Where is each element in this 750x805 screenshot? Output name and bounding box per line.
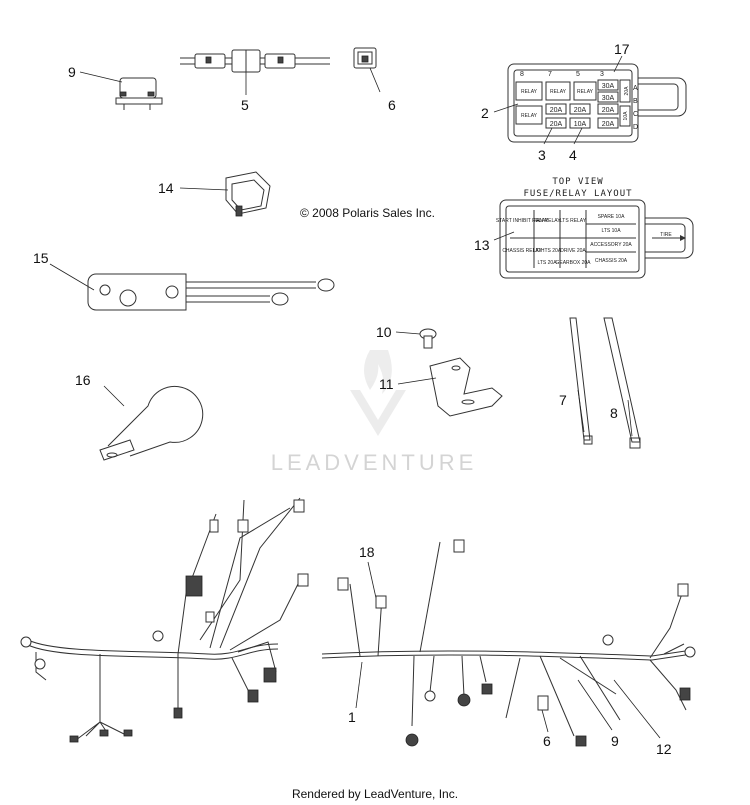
callout-6: 6 (388, 97, 396, 113)
fuse17-top-3: 3 (600, 71, 604, 78)
part-17-fuse-box: RELAY RELAY RELAY RELAY 8 7 5 3 30A 30A … (507, 63, 687, 143)
watermark-text: LEADVENTURE (271, 450, 478, 475)
callout-7: 7 (559, 392, 567, 408)
callout-16: 16 (75, 372, 91, 388)
fuse17-side-bottom: 10A (623, 111, 629, 121)
fuse17-mid-1: 20A (550, 107, 563, 114)
layout-cell-9: ACCESSORY 20A (590, 242, 632, 248)
fuse17-row-d: D (633, 124, 638, 131)
callout-6b: 6 (543, 733, 551, 749)
leader-12 (613, 679, 661, 739)
callout-14: 14 (158, 180, 174, 196)
footer-text: Rendered by LeadVenture, Inc. (292, 787, 458, 801)
leader-18 (367, 561, 377, 599)
fuse-caption-line1: TOP VIEW (552, 177, 603, 187)
fuse17-mid-2: 20A (574, 107, 587, 114)
fuse17-right-1: 30A (602, 83, 615, 90)
fuse17-side-top: 20A (624, 86, 630, 96)
fuse17-relay-3: RELAY (577, 89, 594, 95)
leader-15 (49, 263, 95, 291)
fuse17-row-c: C (633, 111, 638, 118)
leader-9 (79, 71, 123, 83)
layout-cell-1: START INHIBIT RELAY (496, 218, 549, 224)
leader-6 (369, 67, 381, 93)
part-14-sensor-connector (225, 171, 271, 217)
leader-13 (493, 231, 515, 241)
leader-16 (103, 385, 125, 407)
callout-5: 5 (241, 97, 249, 113)
fuse17-relay-4: RELAY (521, 113, 538, 119)
callout-8: 8 (610, 405, 618, 421)
leader-8 (627, 399, 633, 437)
layout-cell-6: CHASSIS RELAY (502, 248, 542, 254)
layout-cell-5: LTS 10A (601, 228, 621, 234)
part-6-connector (353, 47, 377, 69)
part-10-bolt (419, 328, 437, 349)
part-15-resistor-bracket (87, 273, 335, 311)
callout-18: 18 (359, 544, 375, 560)
fuse17-bottom-1: 20A (550, 121, 563, 128)
leader-6b (541, 709, 549, 733)
layout-arrow-label: TIRE (660, 232, 672, 238)
fuse17-top-5: 5 (576, 71, 580, 78)
fuse17-row-b: B (633, 98, 638, 105)
layout-cell-3: LTS RELAY (560, 218, 587, 224)
layout-cell-12: CHASSIS 20A (595, 258, 628, 264)
callout-2: 2 (481, 105, 489, 121)
left-wiring-harness (20, 497, 309, 743)
fuse17-relay-2: RELAY (550, 89, 567, 95)
leader-9b (577, 679, 613, 731)
leader-17 (613, 55, 623, 73)
leader-3 (543, 127, 553, 145)
fuse17-row-a: A (633, 85, 638, 92)
callout-3: 3 (538, 147, 546, 163)
callout-10: 10 (376, 324, 392, 340)
leader-7 (577, 389, 585, 433)
layout-cell-11: GEARBOX 20A (555, 260, 591, 266)
callout-12: 12 (656, 741, 672, 757)
layout-cell-7: LIGHTS 20A (533, 248, 562, 254)
layout-cell-4: SPARE 10A (598, 214, 626, 220)
fuse17-top-8: 8 (520, 71, 524, 78)
leader-14 (179, 187, 229, 191)
layout-cell-2: FAN RELAY (533, 218, 561, 224)
callout-11: 11 (379, 376, 394, 392)
callout-1: 1 (348, 709, 356, 725)
layout-cell-10: LTS 20A (537, 260, 557, 266)
fuse17-right-2: 30A (602, 95, 615, 102)
leader-10 (395, 331, 421, 335)
leader-4 (573, 127, 583, 145)
copyright-text: © 2008 Polaris Sales Inc. (300, 206, 435, 220)
callout-17: 17 (614, 41, 630, 57)
fuse-caption-line2: FUSE/RELAY LAYOUT (523, 189, 632, 199)
fuse17-bottom-3: 20A (602, 121, 615, 128)
leadventure-watermark-logo (350, 350, 406, 436)
right-wiring-harness (321, 539, 696, 747)
callout-13: 13 (474, 237, 490, 253)
part-8-cable-tie (603, 317, 641, 449)
layout-cell-8: DRIVE 20A (560, 248, 586, 254)
fuse17-right-3: 20A (602, 107, 615, 114)
fuse17-bottom-2: 10A (574, 121, 587, 128)
part-11-bracket (429, 357, 503, 417)
callout-9: 9 (68, 64, 76, 80)
callout-15: 15 (33, 250, 49, 266)
leader-11 (397, 377, 437, 385)
part-7-cable-tie (569, 317, 593, 445)
part-13-fuse-layout: START INHIBIT RELAY FAN RELAY LTS RELAY … (496, 199, 694, 279)
fuse17-relay-1: RELAY (521, 89, 538, 95)
part-5-inline-connector (180, 49, 330, 73)
part-9-diode-connector (115, 77, 163, 110)
leader-2 (493, 103, 519, 113)
callout-4: 4 (569, 147, 577, 163)
part-16-clamp (99, 385, 204, 461)
callout-9b: 9 (611, 733, 619, 749)
leader-1 (355, 661, 363, 709)
fuse17-top-7: 7 (548, 71, 552, 78)
